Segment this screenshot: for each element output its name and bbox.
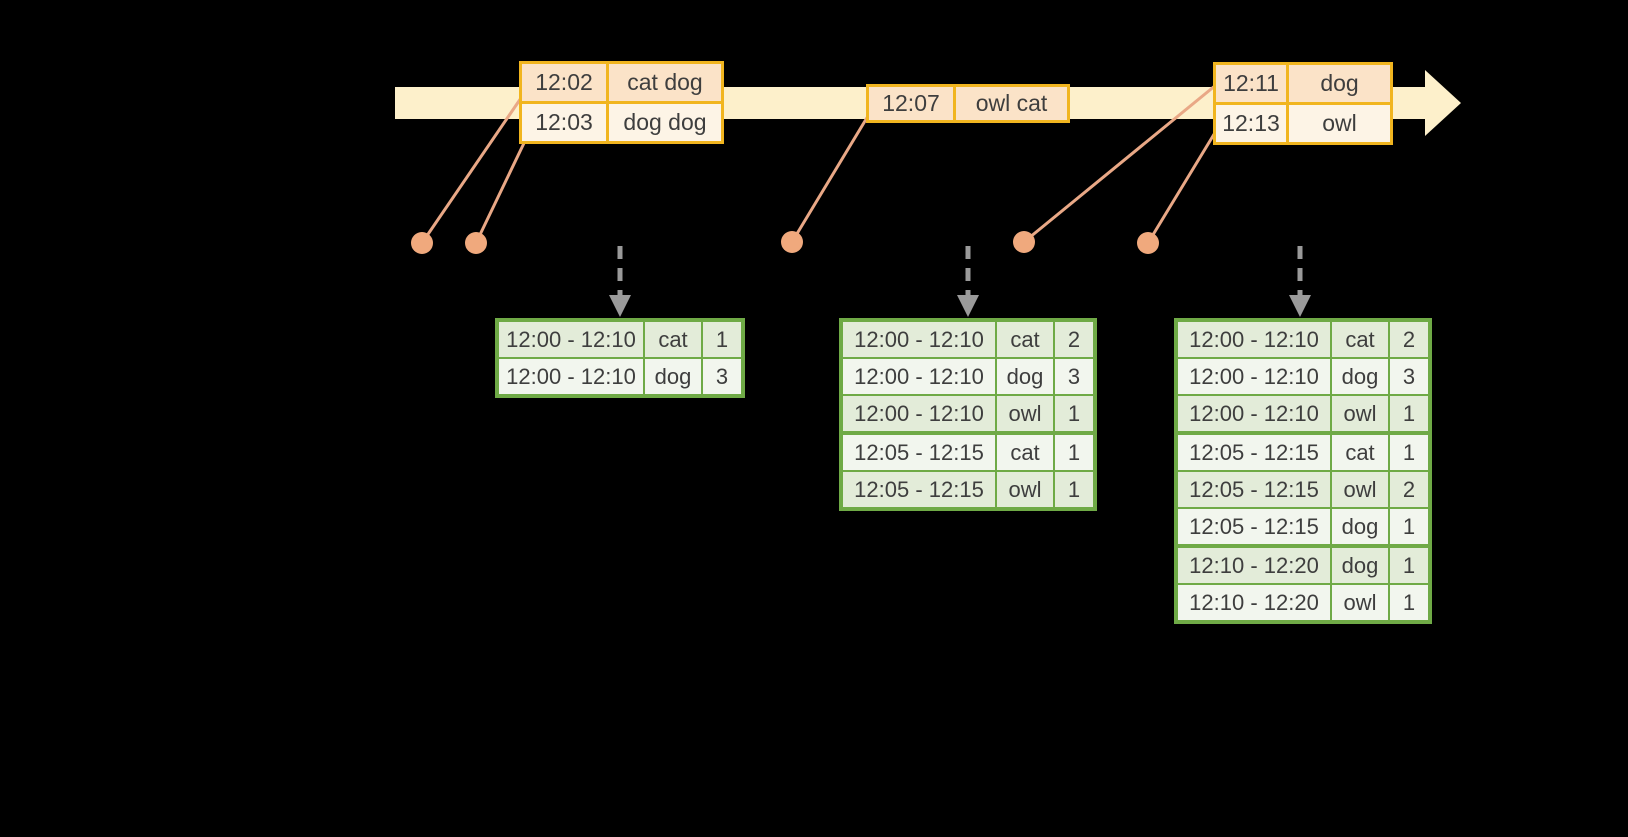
event-table-1: 12:02 cat dog 12:03 dog dog <box>519 61 724 144</box>
event-dot-icon <box>1013 231 1035 253</box>
cell-word: cat <box>1332 435 1388 470</box>
cell-word: cat <box>645 322 701 357</box>
cell-word: cat <box>1332 322 1388 357</box>
cell-count: 2 <box>1055 322 1093 357</box>
event-time-cell: 12:11 <box>1216 65 1286 102</box>
cell-word: dog <box>997 359 1053 394</box>
cell-count: 3 <box>1390 359 1428 394</box>
trigger-arrowhead-icon <box>609 295 631 317</box>
cell-word: owl <box>997 472 1053 507</box>
cell-window: 12:00 - 12:10 <box>843 322 995 357</box>
cell-word: dog <box>645 359 701 394</box>
cell-word: owl <box>1332 396 1388 431</box>
timeline-arrowhead-icon <box>1425 70 1461 136</box>
event-table-3: 12:11 dog 12:13 owl <box>1213 62 1393 145</box>
event-time-cell: 12:07 <box>869 87 953 120</box>
cell-count: 1 <box>1390 435 1428 470</box>
cell-window: 12:00 - 12:10 <box>499 322 643 357</box>
event-time-cell: 12:02 <box>522 64 606 101</box>
event-words-cell: cat dog <box>609 64 721 101</box>
event-dot-icon <box>781 231 803 253</box>
cell-window: 12:05 - 12:15 <box>1178 509 1330 544</box>
cell-count: 2 <box>1390 472 1428 507</box>
cell-count: 1 <box>1390 548 1428 583</box>
connector-line <box>474 140 527 244</box>
cell-window: 12:10 - 12:20 <box>1178 585 1330 620</box>
event-words-cell: dog dog <box>609 104 721 141</box>
cell-count: 1 <box>1390 396 1428 431</box>
trigger-arrow-icons <box>609 246 1311 317</box>
cell-count: 1 <box>703 322 741 357</box>
event-words-cell: owl <box>1289 105 1390 142</box>
cell-count: 3 <box>703 359 741 394</box>
cell-word: owl <box>1332 472 1388 507</box>
event-table-2: 12:07 owl cat <box>866 84 1070 123</box>
cell-word: cat <box>997 435 1053 470</box>
cell-word: cat <box>997 322 1053 357</box>
cell-window: 12:10 - 12:20 <box>1178 548 1330 583</box>
cell-count: 3 <box>1055 359 1093 394</box>
event-time-cell: 12:03 <box>522 104 606 141</box>
event-words-cell: owl cat <box>956 87 1067 120</box>
event-dot-icons <box>411 231 1159 254</box>
cell-window: 12:05 - 12:15 <box>1178 472 1330 507</box>
cell-window: 12:00 - 12:10 <box>843 396 995 431</box>
cell-count: 2 <box>1390 322 1428 357</box>
cell-window: 12:05 - 12:15 <box>843 435 995 470</box>
cell-word: dog <box>1332 548 1388 583</box>
trigger-arrowhead-icon <box>957 295 979 317</box>
event-dot-icon <box>465 232 487 254</box>
event-dot-icon <box>411 232 433 254</box>
cell-window: 12:00 - 12:10 <box>499 359 643 394</box>
event-row: 12:11 dog <box>1216 65 1390 102</box>
cell-count: 1 <box>1390 585 1428 620</box>
cell-window: 12:05 - 12:15 <box>1178 435 1330 470</box>
event-time-cell: 12:13 <box>1216 105 1286 142</box>
event-dot-icon <box>1137 232 1159 254</box>
cell-count: 1 <box>1055 435 1093 470</box>
connector-line <box>790 115 870 243</box>
cell-window: 12:05 - 12:15 <box>843 472 995 507</box>
event-row: 12:13 owl <box>1216 105 1390 142</box>
event-row: 12:03 dog dog <box>522 104 721 141</box>
event-row: 12:02 cat dog <box>522 64 721 101</box>
cell-window: 12:00 - 12:10 <box>1178 396 1330 431</box>
event-row: 12:07 owl cat <box>869 87 1067 120</box>
event-words-cell: dog <box>1289 65 1390 102</box>
cell-window: 12:00 - 12:10 <box>1178 322 1330 357</box>
cell-count: 1 <box>1390 509 1428 544</box>
cell-window: 12:00 - 12:10 <box>843 359 995 394</box>
cell-word: owl <box>997 396 1053 431</box>
cell-count: 1 <box>1055 472 1093 507</box>
cell-word: dog <box>1332 359 1388 394</box>
connector-line <box>420 97 523 244</box>
trigger-arrowhead-icon <box>1289 295 1311 317</box>
connector-line <box>1146 130 1218 244</box>
cell-window: 12:00 - 12:10 <box>1178 359 1330 394</box>
cell-word: owl <box>1332 585 1388 620</box>
cell-count: 1 <box>1055 396 1093 431</box>
cell-word: dog <box>1332 509 1388 544</box>
